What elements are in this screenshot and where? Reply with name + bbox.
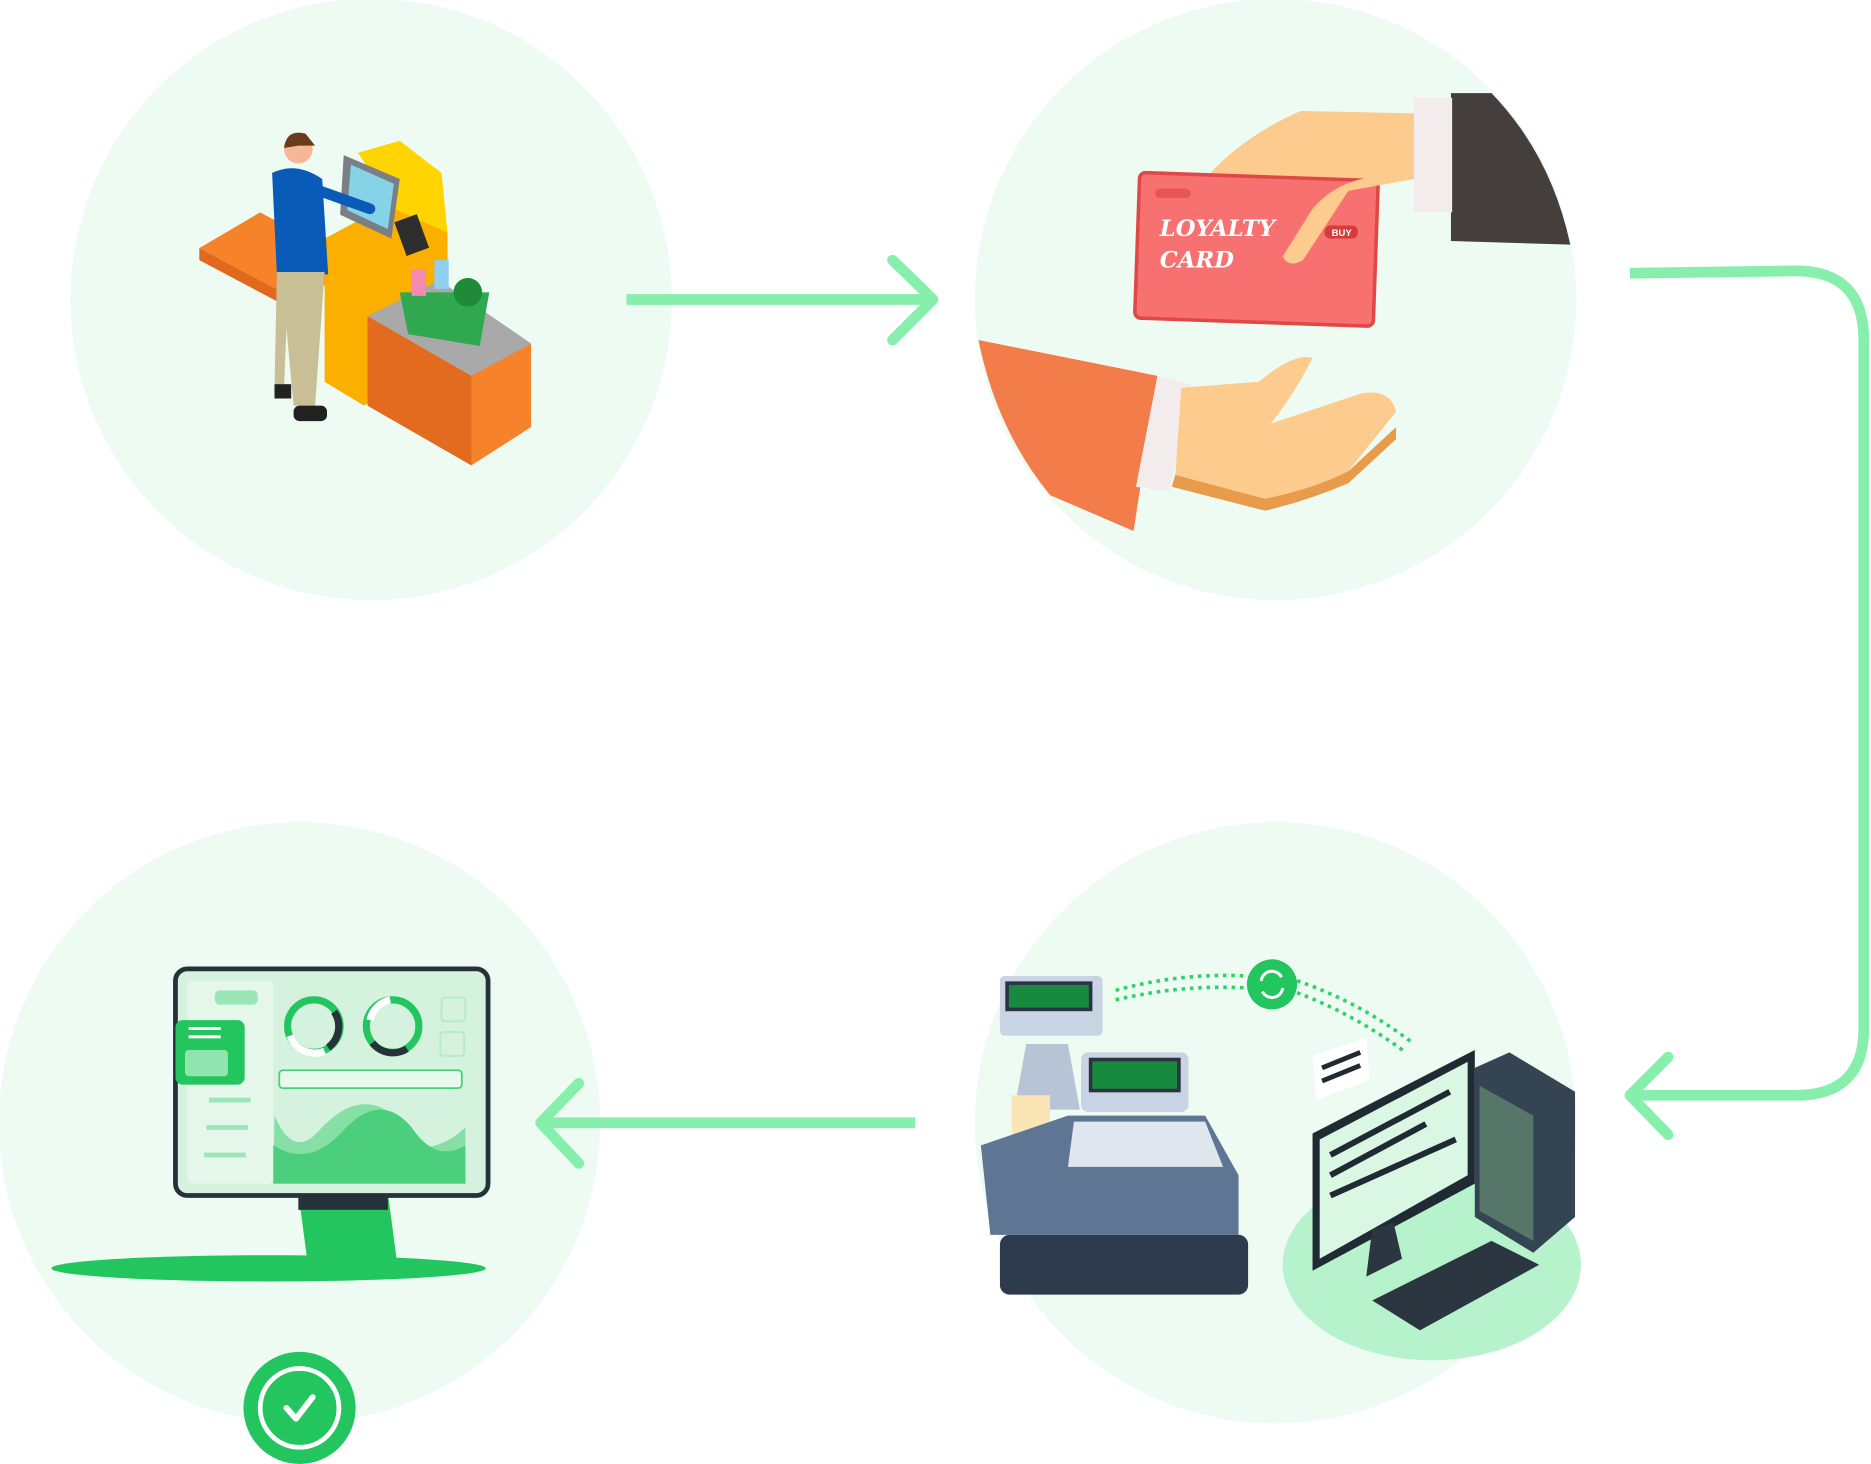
card-title-line2: CARD [1160, 247, 1234, 273]
card-buy-badge: BUY [1332, 228, 1353, 239]
pos-sync-illustration [980, 959, 1581, 1361]
check-circle-icon [243, 1351, 356, 1464]
arrow-right-icon [626, 254, 939, 346]
card-title-line1: LOYALTY [1159, 216, 1277, 242]
dashboard-illustration [51, 966, 491, 1282]
loyalty-card-illustration: LOYALTY CARD BUY [978, 93, 1571, 531]
sync-icon [1246, 959, 1298, 1010]
sync-arrows [1115, 973, 1416, 1054]
connector-arrow-icon [1624, 265, 1870, 1141]
self-checkout-illustration [199, 132, 532, 466]
arrow-left-icon [535, 1078, 916, 1169]
